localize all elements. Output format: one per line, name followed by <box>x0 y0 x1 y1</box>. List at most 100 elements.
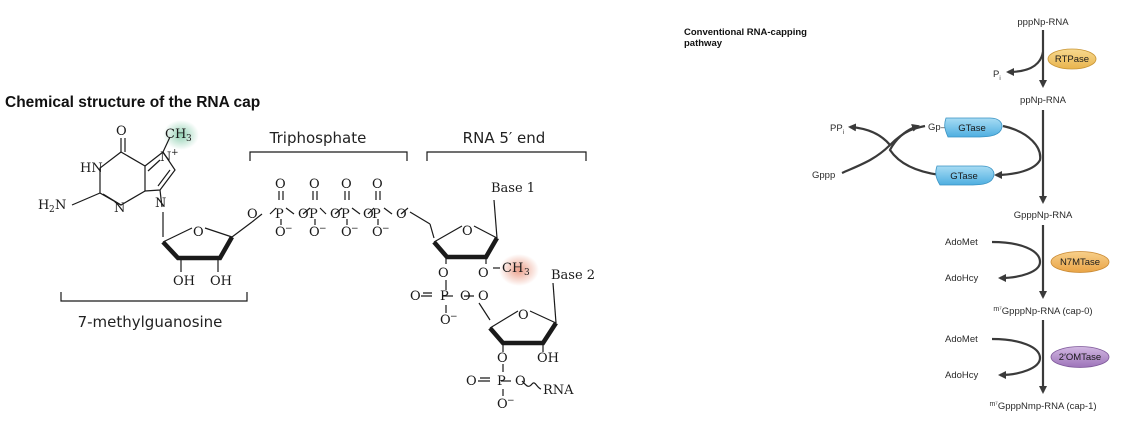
adohcy-1: AdoHcy <box>945 273 979 284</box>
ppNp-rna: ppNp-RNA <box>1020 95 1067 106</box>
svg-text:−: − <box>507 396 515 406</box>
gtase-free-label: GTase <box>950 171 977 182</box>
2-o-methyl-highlight <box>499 254 539 286</box>
phosphate-beta: P <box>309 207 318 222</box>
methylguanosine-bracket <box>60 292 248 302</box>
svg-text:O: O <box>309 177 320 192</box>
svg-text:3: 3 <box>524 268 530 278</box>
phosphodiester-2 <box>478 377 542 396</box>
svg-text:O: O <box>462 224 473 239</box>
omtase-label: 2′OMTase <box>1059 352 1101 363</box>
svg-text:O: O <box>341 177 352 192</box>
svg-text:O: O <box>396 207 407 222</box>
svg-text:O: O <box>193 225 204 240</box>
gtase-regeneration-arrow <box>888 123 941 177</box>
triphosphate-bracket <box>249 151 408 161</box>
rtpase-label: RTPase <box>1055 54 1089 65</box>
svg-text:OH: OH <box>537 351 559 366</box>
adomet-2: AdoMet <box>945 334 978 345</box>
gppp-to-gtase-arc <box>841 124 926 175</box>
cap-1-rna: m⁷GpppNmp-RNA (cap-1) <box>989 401 1096 412</box>
2-o-methyl: CH <box>502 261 523 276</box>
pathway-title-line2: pathway <box>684 38 723 49</box>
svg-text:−: − <box>285 224 293 234</box>
svg-text:O: O <box>515 374 526 389</box>
svg-text:O: O <box>466 374 477 389</box>
guanine-rings <box>71 136 176 208</box>
capping-pathway-panel: Conventional RNA-capping pathway pppNp-R… <box>684 17 1110 412</box>
pi-product: Pi <box>993 69 1001 82</box>
svg-text:O: O <box>363 207 374 222</box>
base-1-label: Base 1 <box>491 181 535 196</box>
svg-text:O: O <box>372 177 383 192</box>
svg-text:P: P <box>497 374 506 389</box>
gtase-free-enzyme <box>935 165 995 186</box>
gppp-substrate: Gppp <box>812 170 835 181</box>
svg-text:+: + <box>171 148 179 158</box>
rna-5-end-bracket <box>426 151 587 161</box>
omtase-enzyme <box>1050 346 1110 368</box>
svg-text:O: O <box>309 225 320 240</box>
phosphodiester-1 <box>421 292 491 321</box>
n7-methyl-transfer-arrow <box>991 240 1042 282</box>
svg-text:O: O <box>460 289 471 304</box>
guanosine-ribose <box>161 212 253 272</box>
rna-5-end-label: RNA 5′ end <box>463 129 546 147</box>
gmp-transfer-arrow <box>994 124 1042 179</box>
n7-methyl-highlight <box>163 120 199 150</box>
pathway-title-line1: Conventional RNA-capping <box>684 27 807 38</box>
svg-text:O: O <box>275 177 286 192</box>
atom-hn: HN <box>80 161 103 176</box>
svg-text:O: O <box>372 225 383 240</box>
svg-text:3: 3 <box>186 134 192 144</box>
rtpase-enzyme <box>1047 48 1097 70</box>
svg-text:O: O <box>330 207 341 222</box>
svg-text:−: − <box>319 224 327 234</box>
rna-label: RNA <box>543 383 574 398</box>
ppi-product: PPi <box>830 123 844 136</box>
gtase-bound-label: GTase <box>958 123 985 134</box>
atom-n9: N <box>155 196 166 211</box>
svg-text:P: P <box>440 289 449 304</box>
atom-n3: N <box>114 201 125 216</box>
structure-title: Chemical structure of the RNA cap <box>5 94 260 111</box>
svg-text:O: O <box>478 266 489 281</box>
atom-oh-2: OH <box>173 274 195 289</box>
adohcy-2: AdoHcy <box>945 370 979 381</box>
atom-n7-methyl: CH <box>165 127 186 142</box>
svg-text:−: − <box>382 224 390 234</box>
pppNp-rna: pppNp-RNA <box>1017 17 1069 28</box>
gp-prefix: Gp– <box>928 122 947 133</box>
svg-text:O: O <box>478 289 489 304</box>
svg-text:O: O <box>440 313 451 328</box>
atom-n7: N <box>160 150 171 165</box>
svg-text:O: O <box>247 207 258 222</box>
first-nucleotide-ribose <box>429 199 500 290</box>
svg-text:O: O <box>298 207 309 222</box>
GpppNp-rna: GpppNp-RNA <box>1014 210 1073 221</box>
svg-text:O: O <box>497 351 508 366</box>
svg-text:O: O <box>341 225 352 240</box>
cap-0-rna: m⁷GpppNp-RNA (cap-0) <box>993 306 1092 317</box>
svg-text:P: P <box>372 207 381 222</box>
atom-o6: O <box>116 124 127 139</box>
gtase-bound-enzyme <box>944 117 1003 138</box>
svg-text:O: O <box>410 289 421 304</box>
svg-text:O: O <box>497 397 508 412</box>
n7mtase-enzyme <box>1050 251 1110 273</box>
ppi-release-arrow <box>848 123 891 146</box>
base-2-label: Base 2 <box>551 268 595 283</box>
atom-h2n: H <box>38 198 49 213</box>
svg-text:N: N <box>55 198 66 213</box>
pi-release-arrow <box>1006 51 1045 76</box>
svg-text:−: − <box>450 312 458 322</box>
second-nucleotide-ribose <box>488 282 558 372</box>
atom-oh-3: OH <box>210 274 232 289</box>
2-o-methyl-transfer-arrow <box>991 337 1042 379</box>
svg-text:O: O <box>518 308 529 323</box>
svg-text:O: O <box>275 225 286 240</box>
phosphate-gamma: P <box>275 207 284 222</box>
svg-text:−: − <box>351 224 359 234</box>
svg-text:O: O <box>438 266 449 281</box>
